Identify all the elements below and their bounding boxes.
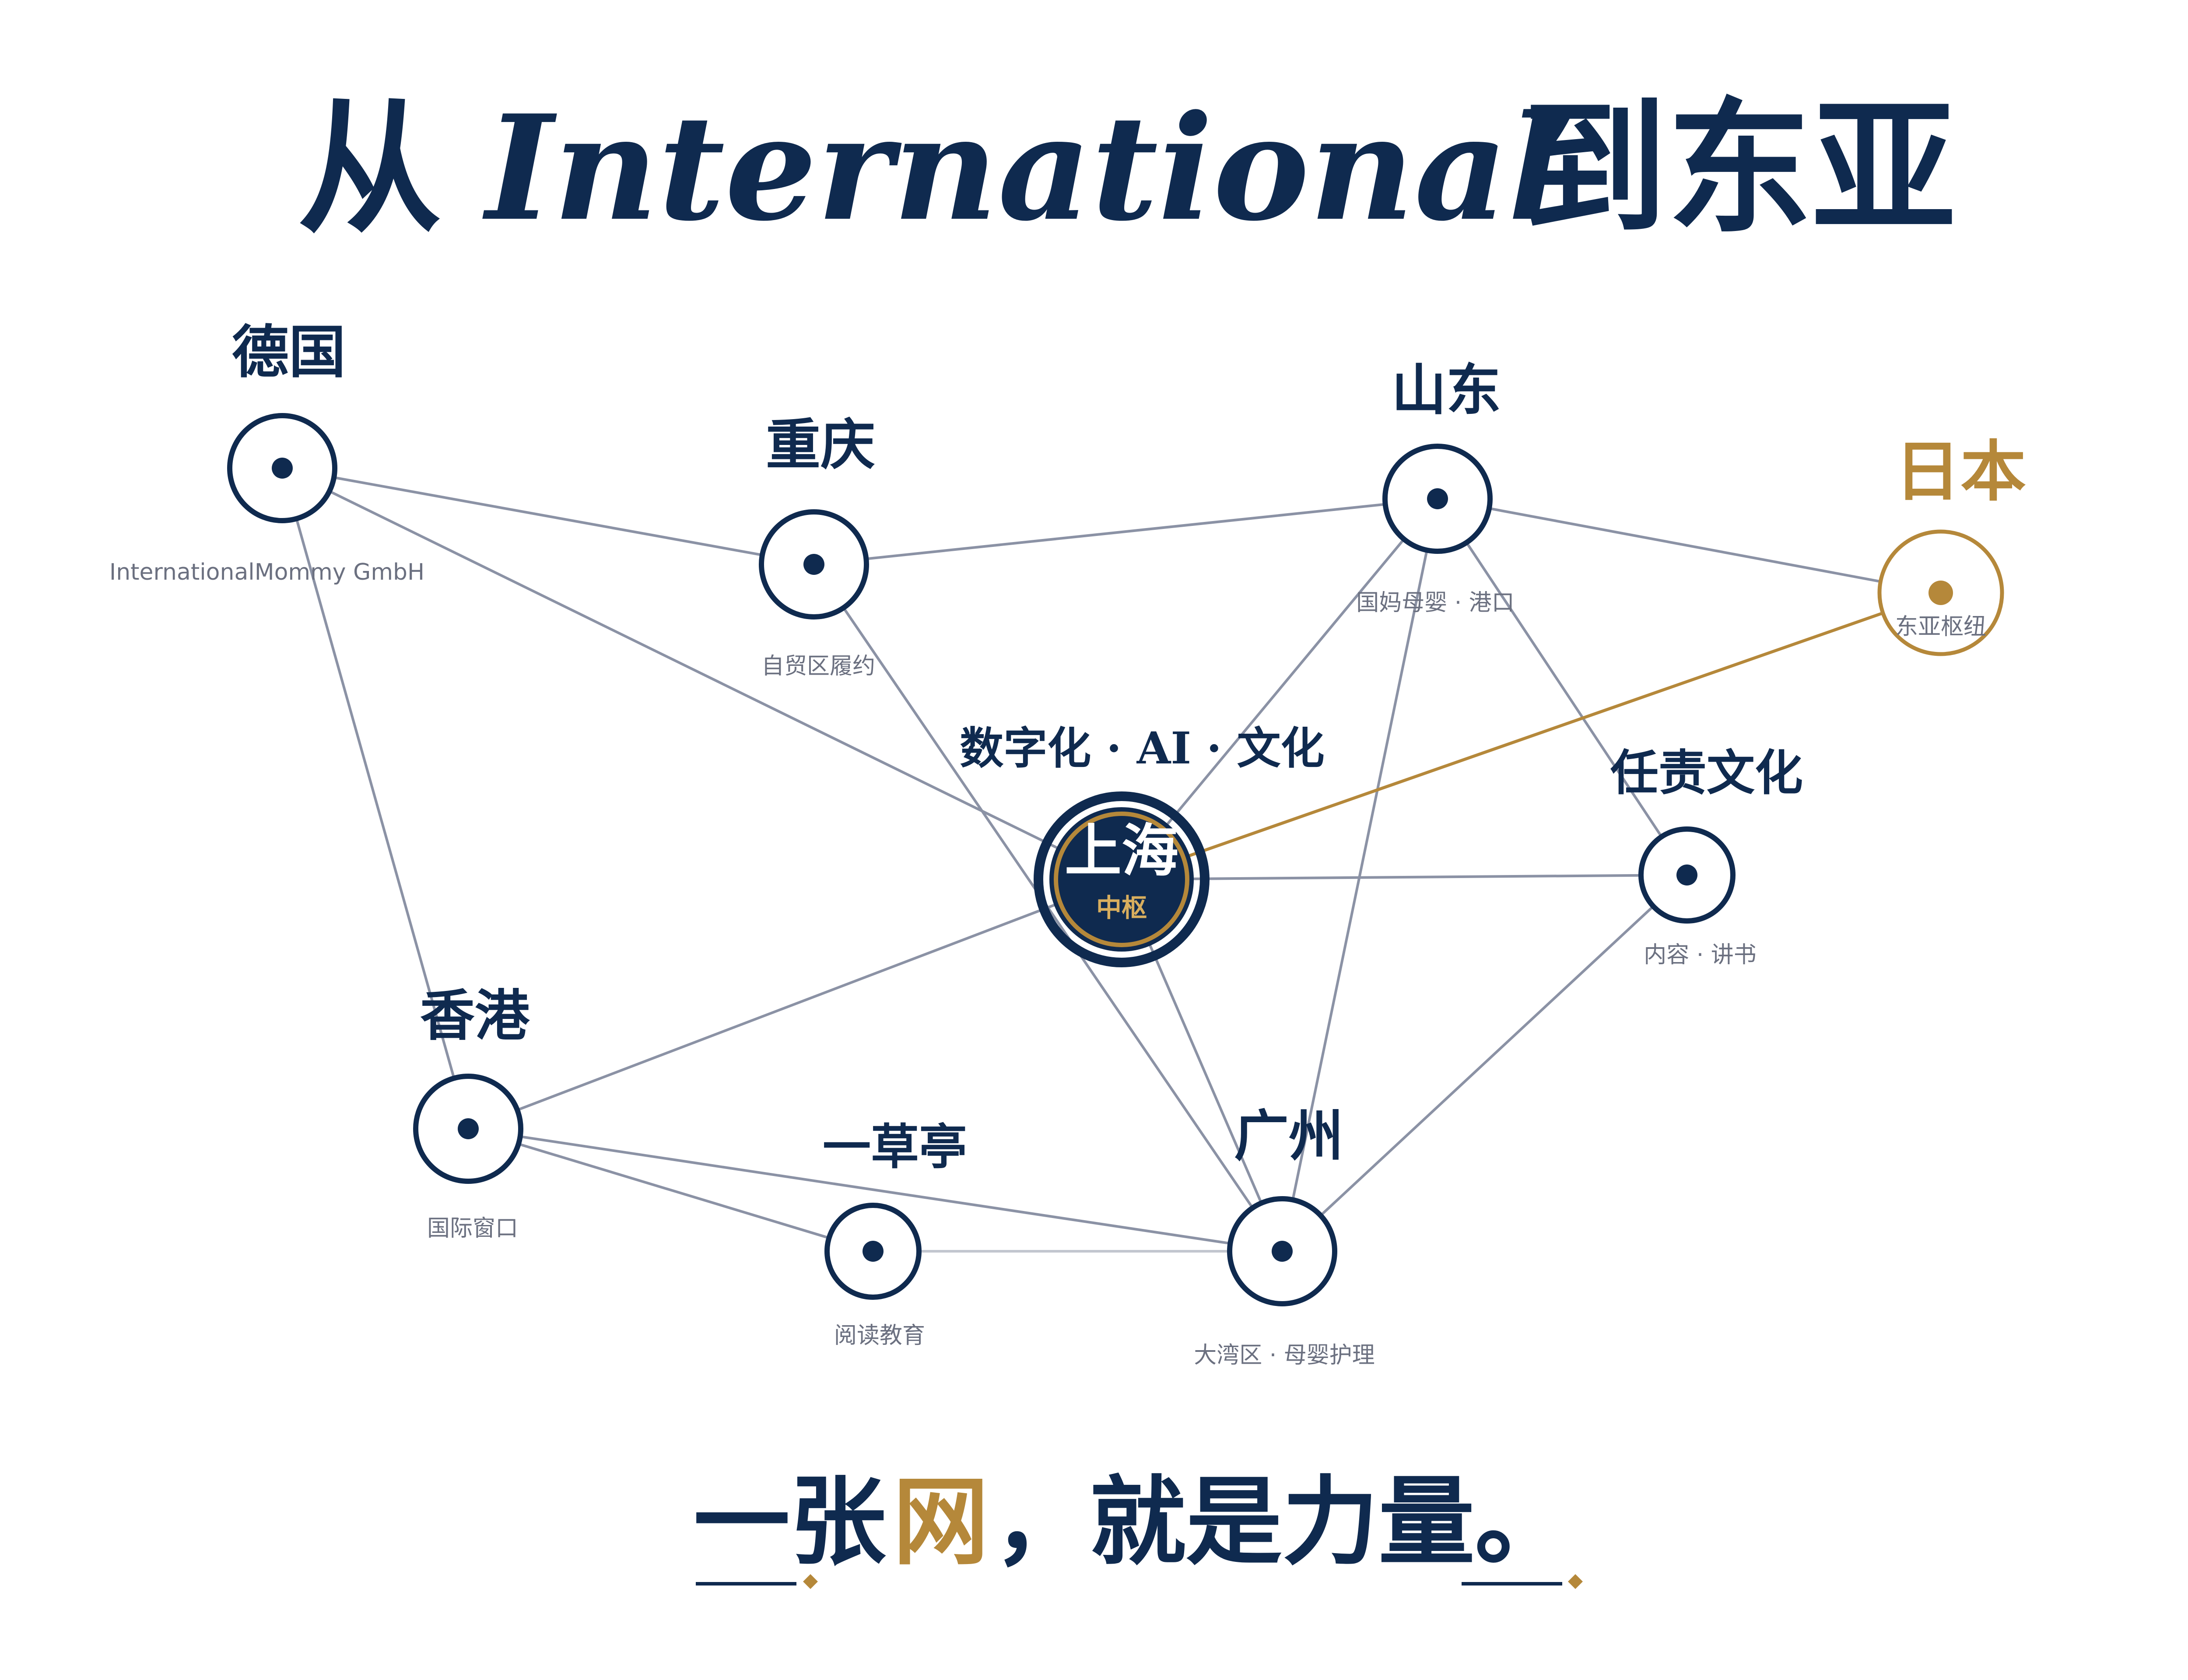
node-label: 德国	[232, 318, 346, 385]
edge-shandong-japan	[1437, 497, 1941, 594]
node-dot	[1427, 488, 1448, 509]
hub-node-shanghai[interactable]: 数字化 · AI · 文化 上海 中枢	[960, 722, 1325, 967]
node-dot	[458, 1118, 479, 1139]
slogan-part-rest: ，就是力量。	[993, 1465, 1571, 1578]
title-part-from: 从	[298, 83, 442, 253]
node-caption: 大湾区 · 母婴护理	[1194, 1342, 1375, 1368]
edge-hub-japan	[1121, 591, 1942, 881]
slogan-part-one: 一张	[694, 1465, 886, 1578]
edge-hub-renze	[1121, 874, 1687, 881]
node-caption: 内容 · 讲书	[1644, 942, 1757, 968]
edge-hongkong-yicaoting	[468, 1127, 873, 1253]
node-dot	[863, 1241, 884, 1262]
edge-layer	[281, 467, 1942, 1253]
slogan-diamond-left	[803, 1574, 818, 1589]
node-label: 任责文化	[1610, 745, 1803, 801]
hub-core	[1049, 807, 1194, 952]
node-label: 日本	[1895, 433, 2026, 510]
hub-tag: 数字化 · AI · 文化	[960, 722, 1324, 774]
hub-sub: 中枢	[1096, 893, 1147, 923]
hub-name: 上海	[1065, 817, 1178, 884]
node-label: 重庆	[766, 413, 875, 477]
node-dot	[1272, 1241, 1293, 1262]
slogan-part-net: 网	[893, 1465, 989, 1578]
node-dot	[803, 554, 824, 575]
title: 从 International 到东亚	[298, 83, 1956, 253]
node-label: 一草亭	[823, 1119, 967, 1175]
node-caption: 东亚枢纽	[1895, 614, 1986, 640]
node-label: 广州	[1234, 1104, 1343, 1168]
edge-hub-hongkong	[467, 878, 1122, 1130]
node-germany[interactable]: 德国 InternationalMommy GmbH	[109, 318, 424, 585]
edge-shandong-guangzhou	[1281, 498, 1439, 1252]
node-caption: 国妈母婴 · 港口	[1356, 590, 1515, 616]
node-caption: InternationalMommy GmbH	[109, 559, 424, 585]
slogan: 一张 网 ，就是力量。	[694, 1465, 1583, 1589]
node-dot	[272, 458, 293, 479]
title-part-international: International	[481, 83, 1563, 253]
node-dot	[1676, 864, 1697, 886]
edge-hongkong-guangzhou	[468, 1127, 1283, 1253]
node-label: 香港	[420, 984, 530, 1048]
node-caption: 国际窗口	[427, 1215, 518, 1242]
edge-shandong-renze	[1436, 498, 1688, 876]
edge-germany-hongkong	[281, 468, 470, 1129]
hub-gold-ring	[1054, 812, 1189, 947]
node-dot	[1929, 581, 1953, 605]
node-caption: 阅读教育	[834, 1323, 925, 1349]
edge-germany-chongqing	[282, 467, 814, 566]
edge-renze-guangzhou	[1281, 874, 1688, 1253]
edge-chongqing-shandong	[813, 497, 1438, 566]
node-label: 山东	[1392, 358, 1501, 422]
node-caption: 自贸区履约	[761, 653, 875, 679]
slogan-diamond-right	[1568, 1574, 1583, 1589]
hub-outer-ring	[1034, 791, 1210, 967]
title-part-east-asia: 到东亚	[1523, 83, 1956, 253]
